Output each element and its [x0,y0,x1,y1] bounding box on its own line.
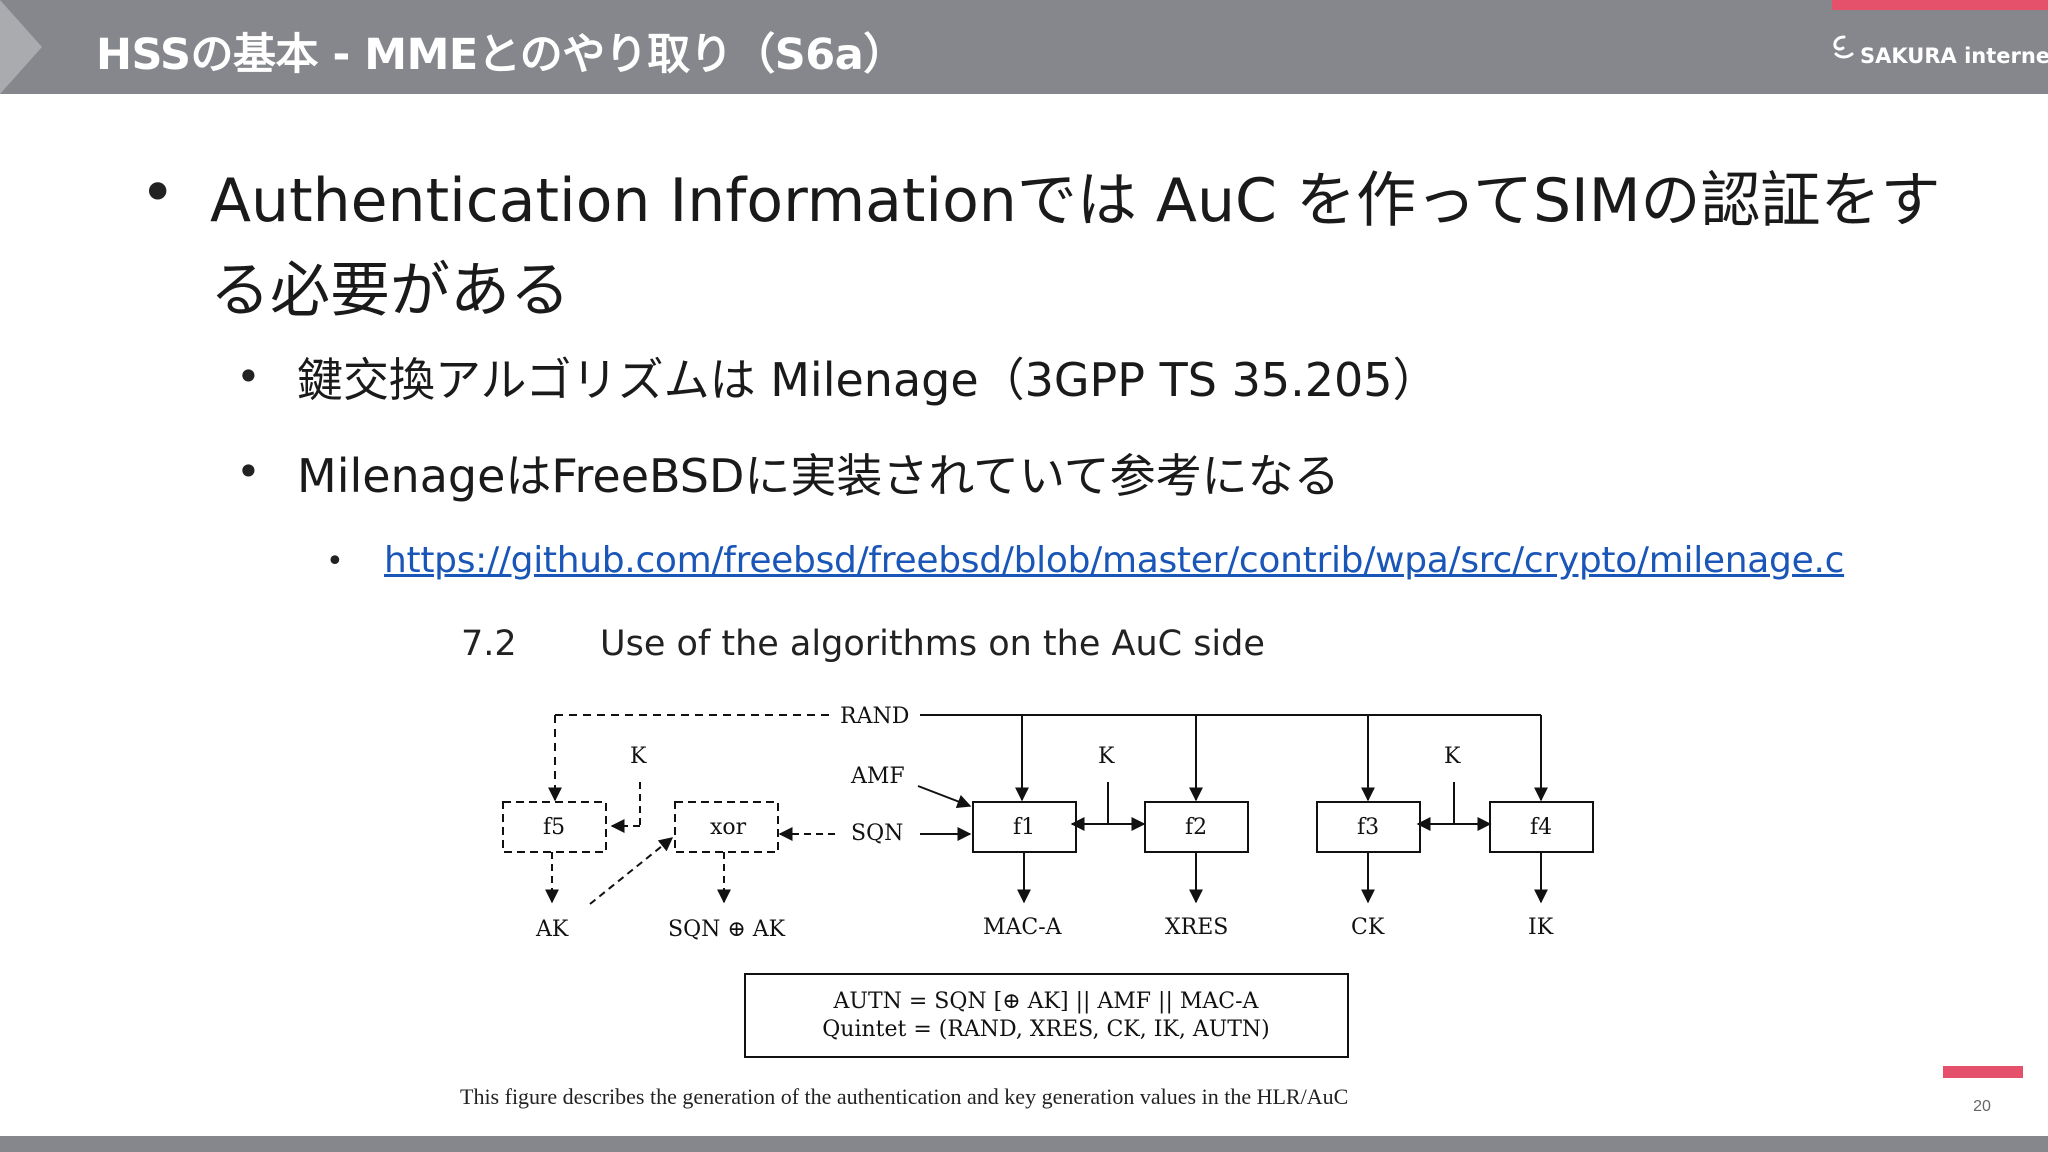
footer-accent-bar [1943,1066,2023,1078]
main-bullet-text: Authentication Informationでは AuC を作ってSIM… [210,166,1941,326]
slide-title: HSSの基本 - MMEとのやり取り（S6a） [96,30,906,80]
f5-label: f5 [543,815,565,840]
k-label-mid: K [1098,744,1115,769]
header-chevron-shape [0,0,42,94]
formula-box [744,973,1349,1058]
sakura-internet-logo: SAKURA internet [1830,32,2048,72]
k-label-right: K [1444,744,1461,769]
xor-box [674,801,779,853]
auc-algorithm-diagram: RAND K K K AMF SQN f5 xor f1 f2 f3 f4 AK… [502,704,1594,1058]
sqn-xor-ak-output: SQN ⊕ AK [668,917,786,942]
figure-caption: This figure describes the generation of … [460,1084,1349,1109]
autn-formula: AUTN = SQN [⊕ AK] || AMF || MAC-A [833,989,1260,1014]
rand-label: RAND [840,704,909,729]
xor-label: xor [710,815,747,840]
f3-label: f3 [1357,815,1379,840]
footer-bar [0,1136,2048,1152]
figure-section-title: Use of the algorithms on the AuC side [600,624,1265,664]
amf-label: AMF [850,764,905,789]
bullet-dot: • [326,544,344,579]
quintet-formula: Quintet = (RAND, XRES, CK, IK, AUTN) [822,1017,1270,1042]
slide-header: HSSの基本 - MMEとのやり取り（S6a） [0,0,2048,94]
bullet-dot: • [236,352,261,401]
sub-bullet-freebsd: MilenageはFreeBSDに実装されていて参考になる [297,449,1340,503]
f5-box [502,801,607,853]
sub-bullet-algorithm: 鍵交換アルゴリズムは Milenage（3GPP TS 35.205） [297,353,1439,407]
milenage-source-link[interactable]: https://github.com/freebsd/freebsd/blob/… [384,540,1845,581]
f2-label: f2 [1185,815,1207,840]
f4-label: f4 [1530,815,1552,840]
bullet-dot: • [236,447,261,496]
ik-output: IK [1528,915,1554,940]
sqn-label: SQN [851,821,903,846]
k-label-left: K [630,744,647,769]
f1-label: f1 [1013,815,1035,840]
logo-text: SAKURA internet [1860,44,2048,68]
ck-output: CK [1351,915,1385,940]
page-number: 20 [1973,1098,1991,1115]
bullet-dot: • [140,158,176,228]
mac-a-output: MAC-A [983,915,1063,940]
header-accent-bar [1832,0,2048,10]
xres-output: XRES [1165,915,1228,940]
figure-section-number: 7.2 [461,624,517,664]
sakura-logo-icon [1833,35,1854,59]
ak-output: AK [535,917,569,942]
